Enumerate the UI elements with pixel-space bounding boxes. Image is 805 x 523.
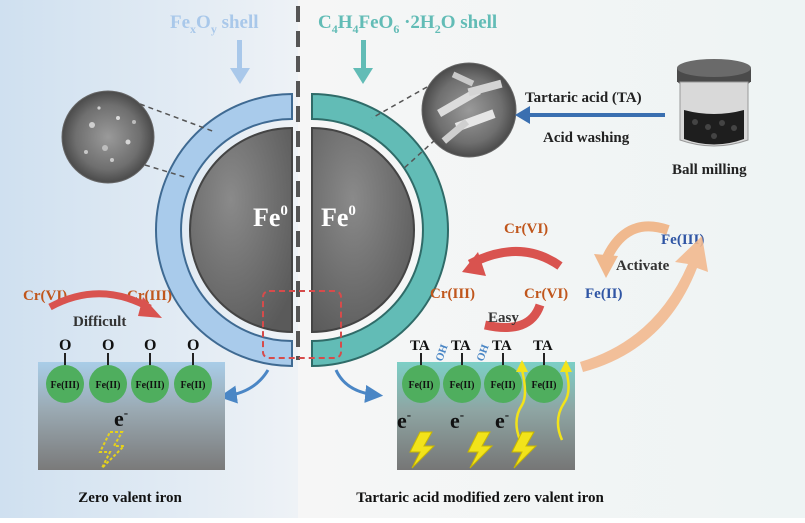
electron-flow-arrowhead-1 [516, 360, 528, 372]
right-site-label-4: Fe(II) [532, 380, 557, 391]
right-site-label-3: Fe(II) [491, 380, 516, 391]
activate-label: Activate [616, 258, 670, 274]
left-fe-site-4 [174, 365, 212, 403]
fe0-label-left: Fe0 [253, 203, 288, 232]
o-ligand-2: O [102, 337, 114, 354]
sem-leader-right-1 [371, 86, 428, 119]
ta-ligand-4: TA [533, 338, 553, 354]
right-crvi-top-label: Cr(VI) [504, 221, 548, 237]
left-site-label-3: Fe(III) [136, 380, 165, 391]
oh-group-2: OH [475, 342, 492, 363]
fe3-label: Fe(III) [661, 232, 704, 248]
sem-leader-left-1 [139, 103, 216, 133]
interface-highlight-box [262, 290, 342, 359]
right-site-label-2: Fe(II) [450, 380, 475, 391]
sem-image-right [421, 62, 517, 158]
sem-leader-left-2 [144, 164, 189, 179]
right-crvi-label: Cr(VI) [524, 286, 568, 302]
left-fe-site-1 [46, 365, 84, 403]
left-fe-site-3 [131, 365, 169, 403]
left-crvi-label: Cr(VI) [23, 288, 67, 304]
o-ligand-4: O [187, 337, 199, 354]
right-fe-site-1 [402, 365, 440, 403]
ta-ligand-2: TA [451, 338, 471, 354]
right-caption: Tartaric acid modified zero valent iron [356, 490, 604, 506]
tartrate-shell [311, 92, 449, 368]
ball-milling-jar-icon [677, 59, 751, 147]
oxidation-big-arrow [580, 236, 708, 372]
right-lightning-icon-2 [467, 431, 494, 469]
left-fe-site-2 [89, 365, 127, 403]
to-right-surface-arrow [334, 369, 384, 403]
left-reduction-arrow [48, 290, 152, 312]
activate-arrowhead [594, 254, 618, 278]
left-shell-title: FexOy shell [170, 12, 259, 36]
right-lightning-icon-3 [511, 431, 538, 469]
ta-ligand-3: TA [492, 338, 512, 354]
left-reduction-arrowhead [138, 297, 162, 318]
left-caption: Zero valent iron [78, 490, 182, 506]
right-title-arrow [353, 40, 373, 84]
activate-arrow [600, 221, 670, 265]
to-left-surface-arrow [218, 369, 270, 404]
right-electron-label-1: e- [397, 407, 411, 433]
right-electron-label-2: e- [450, 407, 464, 433]
left-electron-label: e- [114, 405, 128, 431]
sem-image-left [61, 90, 155, 184]
difficult-label: Difficult [73, 314, 126, 330]
right-cycle-top-arrow [467, 247, 563, 270]
process-arrow [515, 106, 665, 124]
right-fe-site-3 [484, 365, 522, 403]
tartaric-acid-label: Tartaric acid (TA) [525, 90, 642, 106]
electron-flow-arrowhead-2 [560, 360, 572, 372]
right-electron-label-3: e- [495, 407, 509, 433]
fe2-label: Fe(II) [585, 286, 623, 302]
right-lightning-icon-1 [409, 431, 436, 469]
easy-label: Easy [488, 310, 519, 326]
right-cycle-top-arrowhead [462, 252, 486, 276]
right-cycle-bottom-arrow [484, 303, 545, 332]
sem-leader-right-2 [401, 139, 436, 171]
left-site-label-2: Fe(II) [96, 380, 121, 391]
o-ligand-1: O [59, 337, 71, 354]
o-ligand-3: O [144, 337, 156, 354]
fe0-label-right: Fe0 [321, 203, 356, 232]
electron-flow-arrow-2 [556, 369, 570, 441]
electron-flow-arrow-1 [515, 369, 527, 441]
ball-milling-label: Ball milling [672, 162, 747, 178]
right-site-label-1: Fe(II) [409, 380, 434, 391]
right-criii-label: Cr(III) [430, 286, 475, 302]
right-shell-title: C4H4FeO6 ·2H2O shell [318, 12, 497, 36]
left-site-label-4: Fe(II) [181, 380, 206, 391]
right-fe-site-4 [525, 365, 563, 403]
left-title-arrow [230, 40, 250, 84]
fexoy-shell [155, 92, 293, 368]
right-fe-site-2 [443, 365, 481, 403]
left-lightning-icon [98, 431, 127, 469]
fe0-core-right [311, 126, 415, 334]
ta-ligand-1: TA [410, 338, 430, 354]
acid-washing-label: Acid washing [543, 130, 630, 146]
oh-group-1: OH [434, 342, 451, 363]
fe0-core-left [189, 126, 293, 334]
left-site-label-1: Fe(III) [51, 380, 80, 391]
